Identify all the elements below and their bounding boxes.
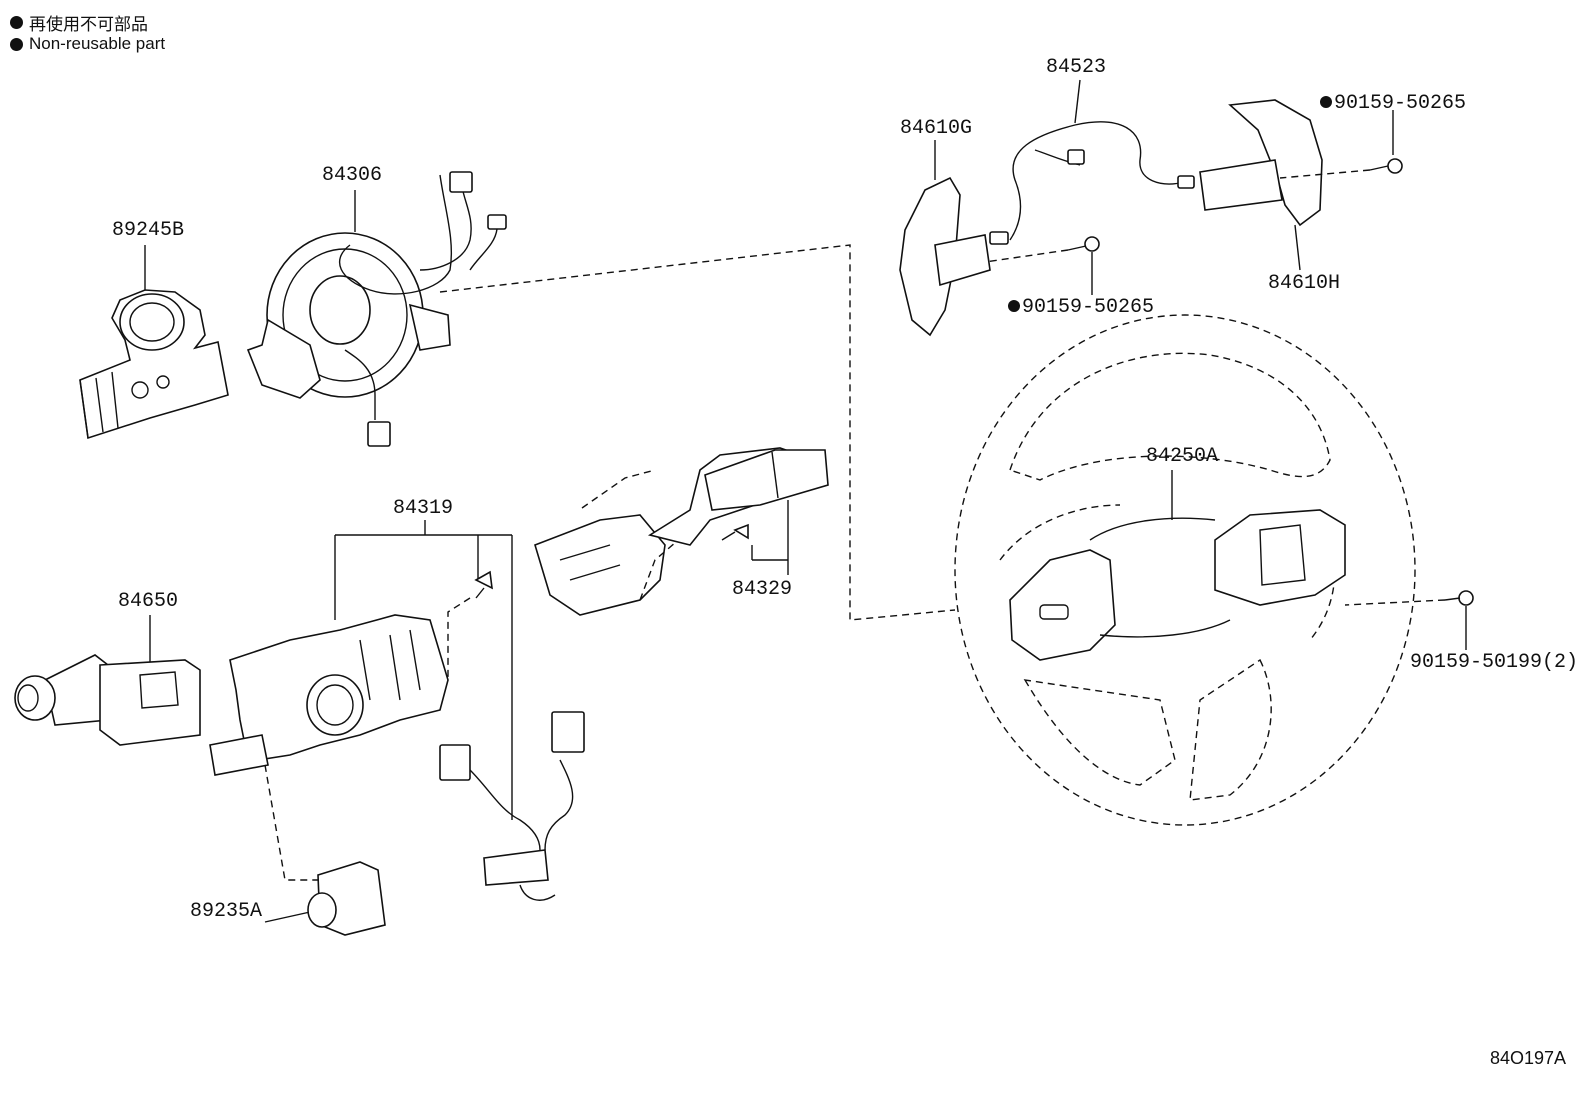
label-90159-50265-upper: 90159-50265 <box>1320 92 1466 115</box>
part-84250A-drawing <box>954 314 1416 826</box>
dashed-routing-line <box>439 244 956 621</box>
bolt-right-drawing <box>1344 590 1474 650</box>
part-84306-drawing <box>246 171 507 447</box>
part-84329-drawing <box>534 447 829 616</box>
label-90159-50265-upper-text: 90159-50265 <box>1334 92 1467 115</box>
non-reusable-bullet-icon <box>1008 300 1020 312</box>
label-84306: 84306 <box>322 164 383 187</box>
legend-text-en: Non-reusable part <box>29 34 166 53</box>
label-90159-50265-lower: 90159-50265 <box>1008 296 1154 319</box>
label-89235A: 89235A <box>190 900 263 923</box>
figure-id: 84O197A <box>1489 1048 1566 1068</box>
label-84610H: 84610H <box>1268 272 1341 295</box>
label-90159-50265-lower-text: 90159-50265 <box>1022 296 1155 319</box>
part-89245B-drawing <box>79 245 229 440</box>
label-84610G: 84610G <box>900 117 973 140</box>
part-84523-drawing <box>989 79 1195 245</box>
part-84650-drawing <box>14 615 201 746</box>
part-89235A-drawing <box>264 861 386 936</box>
label-89245B: 89245B <box>112 219 185 242</box>
label-84650: 84650 <box>118 590 179 613</box>
part-84610H-drawing <box>1199 99 1323 271</box>
part-84319-drawing <box>209 520 585 901</box>
label-84523: 84523 <box>1046 56 1107 79</box>
bullet-icon <box>10 16 23 29</box>
bullet-icon <box>10 37 23 51</box>
bolt-lower-drawing <box>984 236 1100 295</box>
legend-text-jp: 再使用不可部品 <box>29 15 148 34</box>
part-84610G-drawing <box>899 140 991 337</box>
label-84329: 84329 <box>732 578 793 601</box>
non-reusable-bullet-icon <box>1320 96 1332 108</box>
bolt-upper-drawing <box>1279 110 1403 179</box>
label-90159-50199: 90159-50199(2) <box>1410 651 1579 674</box>
label-84250A: 84250A <box>1146 445 1219 468</box>
legend-item-jp: 再使用不可部品 <box>10 10 148 35</box>
legend-item-en: Non-reusable part <box>10 34 165 54</box>
label-84319: 84319 <box>393 497 454 520</box>
